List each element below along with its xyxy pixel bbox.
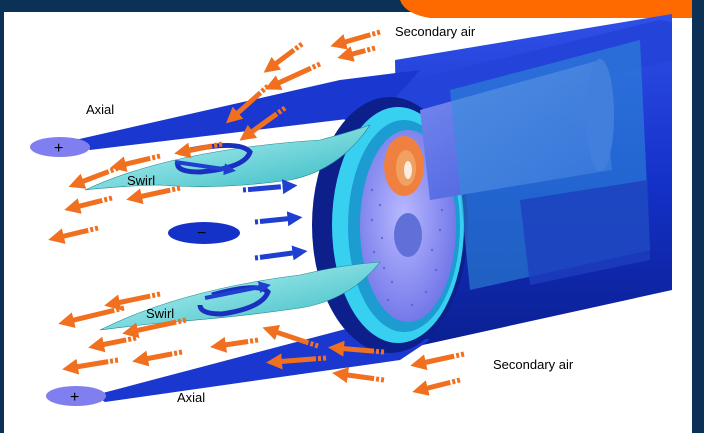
air-arrow [126,185,181,205]
air-arrow [332,367,385,384]
plus-marker-top [30,137,90,157]
swirl-rotation-upper [175,142,253,175]
air-arrow [174,141,223,159]
secondary-port [394,213,422,257]
plus-symbol-top: + [54,140,63,157]
air-flow-arrows [48,29,465,396]
air-arrow [48,225,99,244]
polarity-markers: + − + [30,137,240,406]
air-arrow [328,340,385,357]
swirl-vanes [84,124,381,331]
burner-tube [75,14,672,402]
air-arrow [337,45,376,62]
label-axial-top: Axial [86,102,114,117]
flow-arrow [254,211,303,227]
label-swirl-top: Swirl [127,173,155,188]
air-arrow [88,335,137,353]
air-arrow [58,305,125,328]
air-arrow [266,353,327,370]
label-axial-bottom: Axial [177,390,205,405]
minus-symbol: − [197,225,206,242]
air-arrow [410,351,465,371]
label-secondary-air-bottom: Secondary air [493,357,574,372]
plus-marker-bottom [46,386,106,406]
core-flow-arrows [242,179,308,261]
air-arrow [226,84,270,124]
header-accent-bar [400,0,692,18]
air-arrow [263,42,304,73]
flow-arrow [242,179,298,195]
air-arrow [330,29,381,50]
air-arrow [210,336,259,353]
air-arrow [104,291,161,311]
flow-arrow [254,245,308,261]
air-arrow [122,317,187,339]
air-arrow [110,153,161,172]
face-perforations [370,180,444,307]
plus-symbol-bottom: + [70,389,79,406]
air-arrow [132,349,183,367]
axial-lower-channel [95,320,430,402]
label-swirl-bottom: Swirl [146,306,174,321]
air-arrow [262,324,319,349]
air-arrow [239,105,287,141]
axial-upper-channel [75,70,420,150]
air-arrow [264,61,322,90]
air-arrow [412,377,461,396]
air-arrow [64,195,113,214]
swirl-vane-upper [84,124,371,191]
label-secondary-air-top: Secondary air [395,24,476,39]
air-arrow [68,165,119,189]
air-arrow [62,357,119,375]
minus-marker [168,222,240,244]
